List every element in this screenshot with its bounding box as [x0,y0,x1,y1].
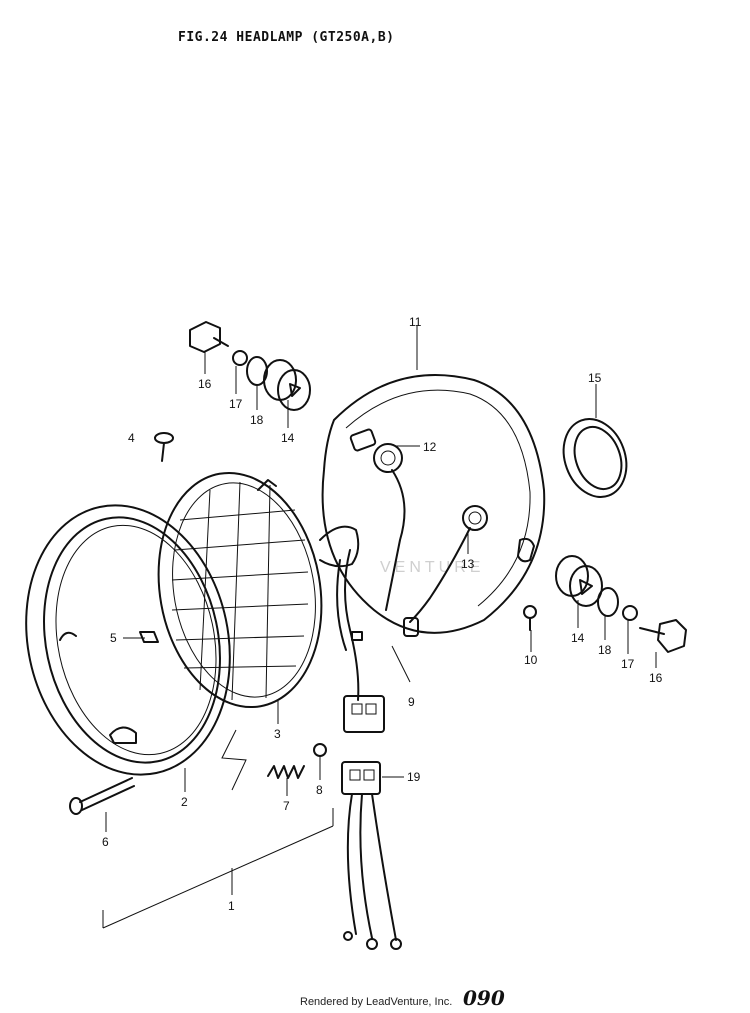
figure-title: FIG.24 HEADLAMP (GT250A,B) [178,30,395,45]
nut-8 [313,743,327,757]
callout-10: 10 [524,653,538,667]
footer-credit: Rendered by LeadVenture, Inc. [300,996,453,1008]
callout-18-right: 18 [598,643,612,657]
callout-5: 5 [110,631,117,645]
assembly-bracket [102,808,334,929]
screw-10 [523,605,537,631]
headlamp-rim [25,504,231,776]
screw-4 [154,432,174,462]
wire-harness-9 [336,549,385,733]
callout-3: 3 [274,727,281,741]
callout-7: 7 [283,799,290,813]
socket-12 [373,443,406,611]
callout-12: 12 [423,440,437,454]
callout-9: 9 [408,695,415,709]
cushion-14-right [555,555,603,607]
washer-18-right [597,587,619,617]
callout-17-left: 17 [229,397,243,411]
callout-16-right: 16 [649,671,663,685]
callout-17-right: 17 [621,657,635,671]
page-number: 090 [463,986,505,1010]
bolt-16-left [189,321,229,353]
washer-18-left [246,356,268,386]
callout-14-left: 14 [281,431,295,445]
callout-8: 8 [316,783,323,797]
callout-1: 1 [228,899,235,913]
callout-6: 6 [102,835,109,849]
adjusting-screw-6 [69,777,135,815]
bolt-16-right [639,619,687,653]
callout-19: 19 [407,770,421,784]
watermark-text: VENTURE [380,559,484,576]
clip-5 [139,631,159,643]
leader-lines [105,326,657,832]
wiring-harness-19 [341,761,402,950]
callout-14-right: 14 [571,631,585,645]
sealed-beam-unit [157,471,360,709]
cushion-14-left [263,359,311,411]
ring-15 [562,418,628,498]
headlamp-housing [321,374,546,634]
callout-16-left: 16 [198,377,212,391]
callout-2: 2 [181,795,188,809]
lockwasher-17-right [622,605,638,621]
spring-7 [267,765,305,779]
callout-labels: 1 2 3 4 5 6 7 8 9 10 11 12 13 14 14 15 1… [102,315,663,913]
callout-4: 4 [128,431,135,445]
callout-13: 13 [461,557,475,571]
callout-15: 15 [588,371,602,385]
callout-11: 11 [409,315,422,329]
callout-18-left: 18 [250,413,264,427]
lockwasher-17-left [232,350,248,366]
break-mark [221,729,247,791]
bulb-13 [403,505,488,637]
